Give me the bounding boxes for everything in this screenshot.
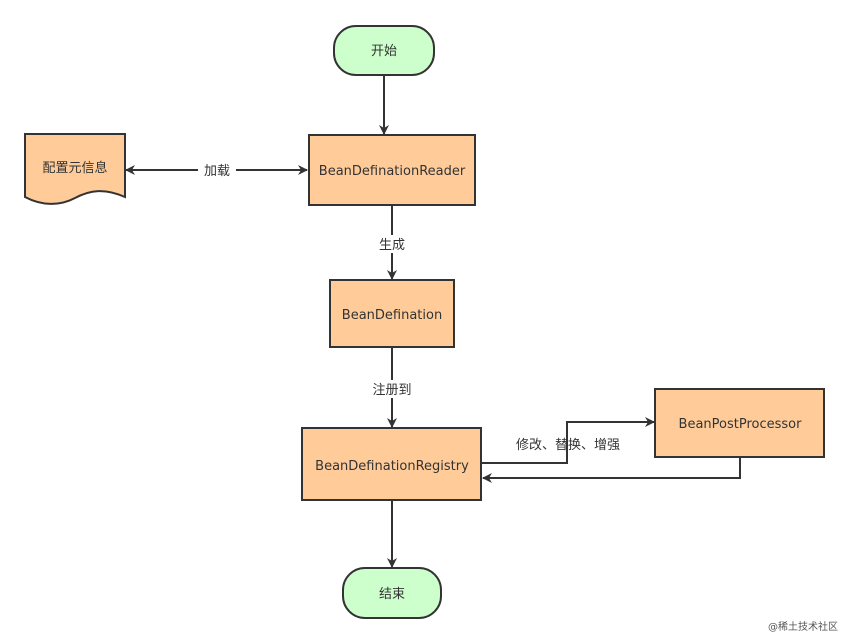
node-end[interactable]: 结束 bbox=[342, 567, 442, 619]
node-end-label: 结束 bbox=[379, 587, 405, 602]
node-bean-definition-reader[interactable]: BeanDefinationReader bbox=[308, 134, 476, 206]
watermark-text: @稀土技术社区 bbox=[768, 620, 838, 633]
edge-load-label-bg bbox=[198, 161, 236, 179]
edge-generate-label: 生成 bbox=[379, 238, 405, 253]
node-post-processor-label: BeanPostProcessor bbox=[679, 417, 803, 432]
edge-register-label-bg bbox=[368, 380, 416, 398]
node-bean-post-processor[interactable]: BeanPostProcessor bbox=[654, 388, 825, 458]
node-start[interactable]: 开始 bbox=[333, 25, 435, 76]
node-bean-definition[interactable]: BeanDefination bbox=[329, 279, 455, 348]
edge-return bbox=[482, 458, 741, 483]
edge-modify bbox=[482, 417, 655, 464]
edge-modify-label: 修改、替换、增强 bbox=[516, 438, 620, 453]
node-start-label: 开始 bbox=[371, 44, 397, 59]
node-config-metadata[interactable]: 配置元信息 bbox=[24, 133, 126, 205]
edge-generate-label-bg bbox=[374, 235, 410, 253]
node-reader-label: BeanDefinationReader bbox=[319, 164, 466, 179]
node-definition-label: BeanDefination bbox=[342, 308, 442, 323]
node-bean-definition-registry[interactable]: BeanDefinationRegistry bbox=[301, 427, 482, 501]
node-registry-label: BeanDefinationRegistry bbox=[315, 459, 469, 474]
edge-register-label: 注册到 bbox=[372, 383, 411, 398]
node-config-label: 配置元信息 bbox=[42, 160, 107, 176]
edge-load-label: 加载 bbox=[204, 164, 230, 179]
